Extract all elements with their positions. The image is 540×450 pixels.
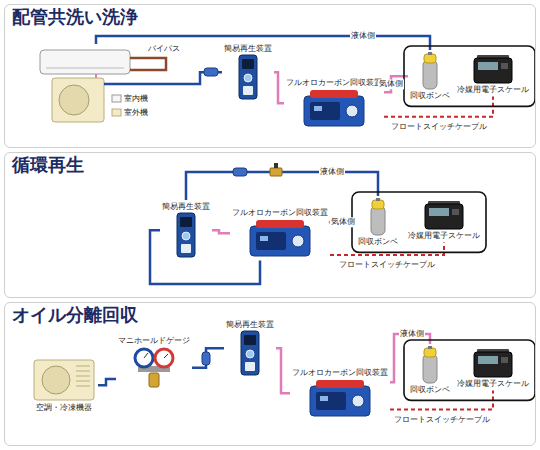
electronic-scale: 冷媒用電子スケール: [406, 198, 482, 242]
equipment-label: 簡易再生装置: [162, 202, 210, 211]
scale-picture: [473, 348, 513, 378]
recovery-cylinder: 回収ボンベ: [408, 50, 452, 102]
pipe-label: フロートスイッチケーブル: [338, 260, 436, 269]
section-panel: オイル分離回収空調・冷凍機器 マニホールドゲージ 簡易再生装置フルオロカーボン回収装…: [4, 302, 536, 446]
regenerator-unit: 簡易再生装置: [222, 42, 274, 102]
air-conditioner-picture: [36, 44, 186, 128]
regenerator-picture: [239, 330, 261, 376]
equipment-label: フルオロカーボン回収装置: [286, 78, 382, 87]
unit-label: 室外機: [124, 108, 148, 117]
equipment-label: 冷媒用電子スケール: [408, 231, 480, 240]
refrigerant-pipe: [274, 72, 284, 103]
pipe-label: 液体側: [399, 329, 425, 338]
air-conditioner: 空調・冷凍機器: [30, 356, 98, 414]
section-panel: 循環再生簡易再生装置フルオロカーボン回収装置回収ボンベ 冷媒用電子スケール: [4, 152, 536, 298]
refrigerant-pipe: [192, 348, 224, 368]
recovery-machine-picture: [308, 378, 372, 418]
regenerator-unit: 簡易再生装置: [224, 318, 276, 378]
equipment-group-outline: [352, 192, 486, 252]
equipment-group-outline: [404, 340, 535, 400]
section-heading: 循環再生: [12, 155, 84, 176]
section-heading: 配管共洗い洗浄: [12, 7, 138, 28]
scale-picture: [424, 200, 464, 230]
equipment-label: フルオロカーボン回収装置: [232, 208, 328, 217]
refrigerant-pipe: [150, 230, 260, 284]
equipment-label: 回収ボンベ: [410, 385, 450, 394]
manifold-gauge: マニホールドゲージ: [116, 334, 192, 390]
equipment-label: 冷媒用電子スケール: [457, 379, 529, 388]
unit-label: バイパス: [148, 44, 180, 53]
electronic-scale: 冷媒用電子スケール: [455, 346, 531, 390]
recovery-machine: フルオロカーボン回収装置: [290, 366, 390, 420]
filter-drier: [202, 352, 210, 365]
recovery-machine: フルオロカーボン回収装置: [284, 76, 384, 130]
electronic-scale: 冷媒用電子スケール: [455, 52, 531, 96]
filter-drier: [233, 168, 247, 176]
equipment-label: 空調・冷凍機器: [36, 403, 92, 412]
equipment-label: 回収ボンベ: [410, 91, 450, 100]
unit-label: 室内機: [124, 94, 148, 103]
pipe-label: 液体側: [319, 167, 345, 176]
equipment-label: 簡易再生装置: [224, 44, 272, 53]
valve: [270, 168, 282, 176]
refrigerant-pipe: [212, 230, 230, 233]
valve-handle: [274, 163, 278, 168]
scale-picture: [473, 54, 513, 84]
filter-drier: [204, 68, 218, 76]
recovery-machine-picture: [248, 218, 312, 258]
recovery-cylinder: 回収ボンベ: [408, 344, 452, 396]
cylinder-picture: [368, 198, 388, 236]
recovery-machine: フルオロカーボン回収装置: [230, 206, 330, 260]
pipe-label: フロートスイッチケーブル: [390, 122, 488, 131]
refrigerant-pipe: [276, 348, 290, 393]
cylinder-picture: [420, 346, 440, 384]
manifold-gauge-picture: [132, 346, 176, 388]
equipment-group-outline: [404, 46, 535, 106]
pipe-label: 液体側: [350, 31, 376, 40]
outdoor-unit-picture: [32, 358, 96, 402]
air-conditioner: バイパス室内機室外機: [36, 44, 186, 128]
regenerator-picture: [237, 54, 259, 100]
pipe-label: フロートスイッチケーブル: [393, 415, 491, 424]
equipment-label: マニホールドゲージ: [118, 336, 190, 345]
equipment-label: 冷媒用電子スケール: [457, 85, 529, 94]
regenerator-picture: [175, 212, 197, 258]
refrigerant-pipe: [98, 379, 116, 385]
recovery-machine-picture: [302, 88, 366, 128]
pipe-label: 気体側: [378, 80, 404, 89]
pipe-label: 気体側: [330, 218, 356, 227]
cylinder-picture: [420, 52, 440, 90]
equipment-label: フルオロカーボン回収装置: [292, 368, 388, 377]
equipment-label: 簡易再生装置: [226, 320, 274, 329]
section-heading: オイル分離回収: [12, 305, 138, 326]
equipment-label: 回収ボンベ: [358, 237, 398, 246]
recovery-cylinder: 回収ボンベ: [356, 196, 400, 248]
regenerator-unit: 簡易再生装置: [160, 200, 212, 260]
